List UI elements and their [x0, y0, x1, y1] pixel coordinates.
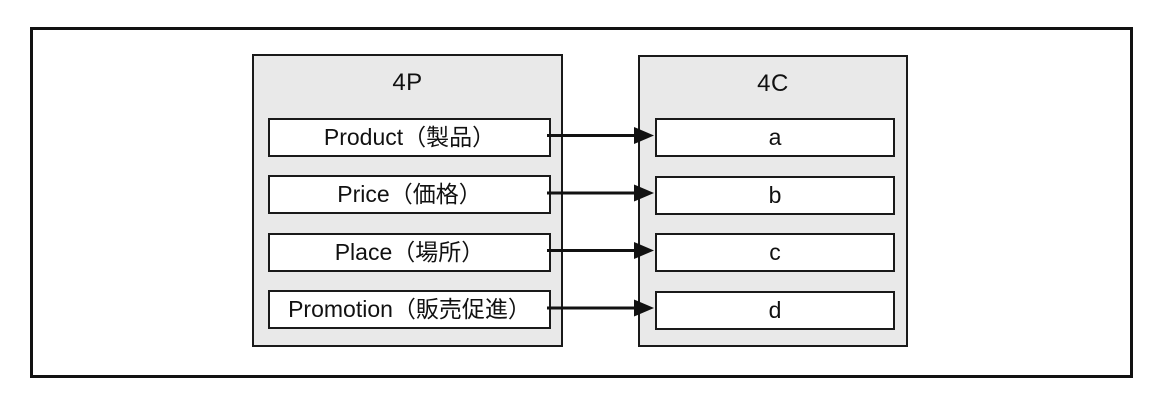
- panel-4c: 4C a b c d: [638, 55, 908, 347]
- box-place: Place（場所）: [268, 233, 551, 272]
- box-price: Price（価格）: [268, 175, 551, 214]
- box-d: d: [655, 291, 895, 330]
- box-promotion: Promotion（販売促進）: [268, 290, 551, 329]
- panel-4c-title: 4C: [757, 70, 789, 97]
- diagram-frame: [30, 27, 1133, 378]
- box-d-label: d: [768, 297, 782, 323]
- panel-4p: 4P Product（製品） Price（価格） Place（場所） Promo…: [252, 54, 563, 347]
- box-price-label: Price（価格）: [337, 181, 482, 207]
- box-b: b: [655, 176, 895, 215]
- box-b-label: b: [768, 182, 782, 208]
- box-place-label: Place（場所）: [334, 239, 485, 265]
- box-promotion-label: Promotion（販売促進）: [288, 296, 531, 322]
- box-c: c: [655, 233, 895, 272]
- box-c-label: c: [769, 239, 781, 265]
- box-product: Product（製品）: [268, 118, 551, 157]
- panel-4p-title: 4P: [392, 69, 423, 96]
- box-a-label: a: [768, 124, 782, 150]
- box-product-label: Product（製品）: [323, 124, 496, 150]
- box-a: a: [655, 118, 895, 157]
